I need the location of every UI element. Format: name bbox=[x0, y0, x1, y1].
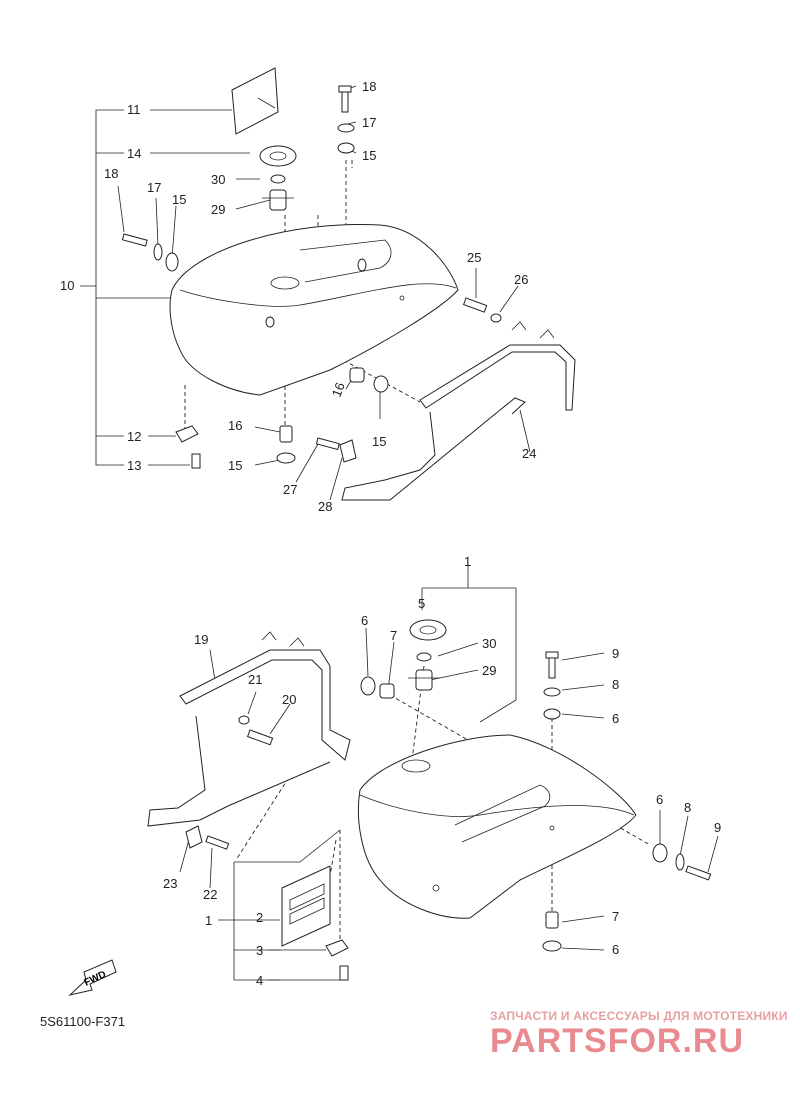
plate-28 bbox=[339, 439, 357, 463]
callout-13: 13 bbox=[127, 458, 141, 473]
callout-1: 1 bbox=[205, 913, 212, 928]
fuel-cap-14 bbox=[259, 145, 297, 167]
callout-29: 29 bbox=[211, 202, 225, 217]
callout-14: 14 bbox=[127, 146, 141, 161]
callout-9: 9 bbox=[714, 820, 721, 835]
bolt-9-right bbox=[685, 865, 712, 881]
bracket-19 bbox=[147, 649, 351, 827]
callout-30: 30 bbox=[482, 636, 496, 651]
callout-10: 10 bbox=[60, 278, 74, 293]
washer-8-top bbox=[543, 687, 561, 697]
grommet-15-mid bbox=[373, 375, 389, 393]
leader-lines-lower bbox=[179, 627, 719, 981]
stay-12 bbox=[175, 425, 199, 443]
group-bracket-1-top bbox=[421, 566, 517, 723]
callout-15: 15 bbox=[372, 434, 386, 449]
group-bracket-10 bbox=[80, 109, 175, 466]
watermark-subtitle: ЗАПЧАСТИ И АКСЕССУАРЫ ДЛЯ МОТОТЕХНИКИ bbox=[490, 1009, 788, 1023]
callout-22: 22 bbox=[203, 887, 217, 902]
grommet-15-top bbox=[337, 142, 355, 154]
callout-30: 30 bbox=[211, 172, 225, 187]
stay-3 bbox=[325, 939, 349, 957]
bolt-22 bbox=[205, 835, 230, 850]
callout-4: 4 bbox=[256, 973, 263, 988]
callout-19: 19 bbox=[194, 632, 208, 647]
watermark-logo: PARTSFOR.RU bbox=[490, 1022, 745, 1060]
callout-21: 21 bbox=[248, 672, 262, 687]
screw-13 bbox=[191, 453, 201, 469]
callout-18: 18 bbox=[362, 79, 376, 94]
callout-3: 3 bbox=[256, 943, 263, 958]
callout-12: 12 bbox=[127, 429, 141, 444]
callout-2: 2 bbox=[256, 910, 263, 925]
label-sheet-11 bbox=[231, 67, 279, 135]
screw-4 bbox=[339, 965, 349, 981]
group-bracket-1-bottom bbox=[218, 829, 341, 981]
grommet-6-top bbox=[543, 708, 561, 720]
callout-9: 9 bbox=[612, 646, 619, 661]
bolt-9-top bbox=[548, 655, 556, 679]
washer-17-top bbox=[337, 123, 355, 133]
callout-17: 17 bbox=[362, 115, 376, 130]
saddlebag-upper bbox=[169, 223, 459, 396]
callout-8: 8 bbox=[684, 800, 691, 815]
callout-7: 7 bbox=[390, 628, 397, 643]
collar-7-left bbox=[379, 683, 395, 699]
plate-23 bbox=[185, 825, 203, 849]
fwd-arrow-icon: FWD bbox=[68, 959, 117, 996]
bolt-18-top bbox=[341, 89, 349, 113]
valve-29-upper bbox=[269, 189, 287, 211]
diagram-code: 5S61100-F371 bbox=[40, 1014, 126, 1029]
callout-15: 15 bbox=[362, 148, 376, 163]
callout-27: 27 bbox=[283, 482, 297, 497]
callout-20: 20 bbox=[282, 692, 296, 707]
collar-7-bottom bbox=[545, 911, 559, 929]
callout-23: 23 bbox=[163, 876, 177, 891]
callout-29: 29 bbox=[482, 663, 496, 678]
grommet-15-bottom bbox=[276, 452, 296, 464]
gasket-30-upper bbox=[270, 174, 286, 184]
callout-18: 18 bbox=[104, 166, 118, 181]
callout-8: 8 bbox=[612, 677, 619, 692]
bolt-27 bbox=[315, 437, 340, 451]
callout-1: 1 bbox=[464, 554, 471, 569]
washer-21 bbox=[238, 715, 250, 725]
washer-17-side bbox=[153, 243, 163, 261]
callout-16: 16 bbox=[228, 418, 242, 433]
grommet-15-side bbox=[165, 252, 179, 272]
callout-6: 6 bbox=[612, 942, 619, 957]
washer-8-right bbox=[675, 853, 685, 871]
callout-11: 11 bbox=[127, 102, 141, 117]
callout-15: 15 bbox=[228, 458, 242, 473]
collar-16-mid bbox=[349, 367, 365, 383]
gasket-30-lower bbox=[416, 652, 432, 662]
callout-17: 17 bbox=[147, 180, 161, 195]
bolt-25 bbox=[462, 297, 488, 313]
callout-6: 6 bbox=[612, 711, 619, 726]
bracket-24 bbox=[341, 344, 576, 501]
callout-28: 28 bbox=[318, 499, 332, 514]
collar-16-bottom bbox=[279, 425, 293, 443]
callout-24: 24 bbox=[522, 446, 536, 461]
callout-5: 5 bbox=[418, 596, 425, 611]
label-sheet-2 bbox=[281, 865, 331, 947]
grommet-6-right bbox=[652, 843, 668, 863]
valve-29-lower bbox=[415, 669, 433, 691]
bolt-20 bbox=[246, 729, 274, 746]
grommet-6-left bbox=[360, 676, 376, 696]
callout-15: 15 bbox=[172, 192, 186, 207]
fuel-cap-5 bbox=[409, 619, 447, 641]
callout-26: 26 bbox=[514, 272, 528, 287]
grommet-6-bottom bbox=[542, 940, 562, 952]
callout-25: 25 bbox=[467, 250, 481, 265]
bolt-18-side bbox=[121, 233, 148, 247]
washer-26 bbox=[490, 313, 502, 323]
callout-16: 16 bbox=[329, 380, 348, 399]
callout-6: 6 bbox=[656, 792, 663, 807]
callout-6: 6 bbox=[361, 613, 368, 628]
callout-7: 7 bbox=[612, 909, 619, 924]
